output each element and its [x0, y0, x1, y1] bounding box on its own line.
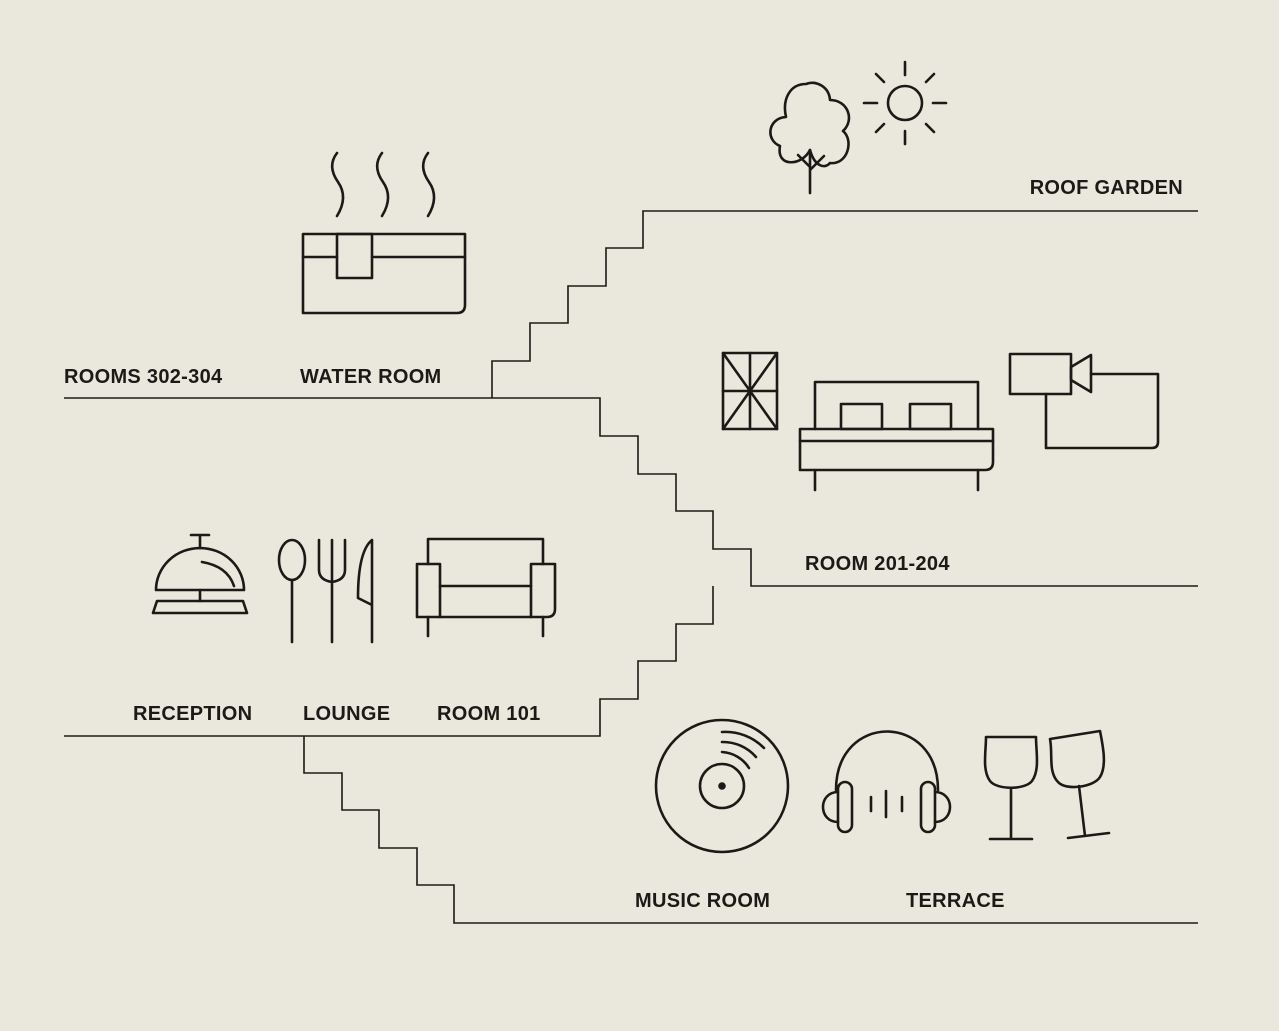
floor-line-second [64, 586, 714, 737]
vinyl-record-icon [654, 718, 790, 854]
label-roof-garden: ROOF GARDEN [1030, 177, 1183, 199]
label-reception: RECEPTION [133, 703, 252, 725]
service-bell-icon [151, 533, 249, 615]
cutlery-icon [277, 538, 374, 644]
sun-icon [862, 60, 948, 146]
headphones-icon [821, 730, 952, 834]
tree-icon [769, 81, 851, 195]
floor-line-ground [303, 736, 1198, 924]
window-icon [721, 351, 779, 431]
wine-glasses-icon [983, 729, 1111, 841]
steam-bath-icon [301, 151, 467, 315]
label-lounge: LOUNGE [303, 703, 390, 725]
floor-line-top [491, 210, 1198, 398]
label-water-room: WATER ROOM [300, 366, 442, 388]
label-room-201-204: ROOM 201-204 [805, 553, 950, 575]
label-terrace: TERRACE [906, 890, 1005, 912]
label-rooms-302-304: ROOMS 302-304 [64, 366, 223, 388]
label-room-101: ROOM 101 [437, 703, 541, 725]
label-music-room: MUSIC ROOM [635, 890, 770, 912]
bed-icon [798, 380, 995, 492]
camera-icon [1008, 352, 1160, 450]
armchair-icon [415, 537, 557, 638]
floor-line-third [64, 397, 1198, 587]
